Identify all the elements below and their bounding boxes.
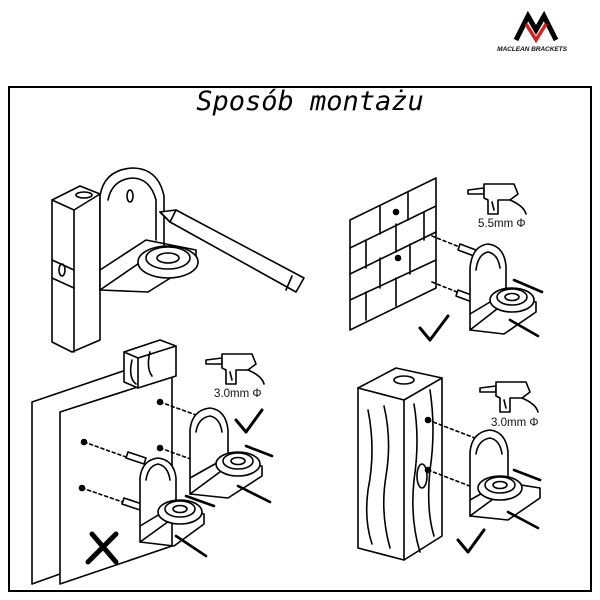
bracket-icon xyxy=(469,429,541,521)
brick-wall-icon xyxy=(349,177,437,331)
screw-icon xyxy=(174,444,274,558)
bracket-icon xyxy=(139,457,205,547)
maclean-m-logo-icon xyxy=(513,10,559,44)
brand-logo: MACLEAN BRACKETS xyxy=(470,6,594,58)
drill-size-label: 3.0mm Φ xyxy=(491,417,539,429)
drill-size-label: 3.0mm Φ xyxy=(214,388,262,400)
bracket-icon xyxy=(99,167,199,293)
cross-icon xyxy=(85,531,119,565)
check-icon xyxy=(418,314,450,342)
wooden-beam-icon xyxy=(357,367,481,561)
screw-icon xyxy=(508,278,544,338)
bracket-icon xyxy=(469,243,537,335)
wood-panel-icon xyxy=(31,339,211,585)
instruction-frame xyxy=(8,86,592,592)
pencil-icon xyxy=(159,209,305,293)
drill-icon xyxy=(205,353,265,385)
check-icon xyxy=(234,408,264,434)
drill-size-label: 5.5mm Φ xyxy=(478,218,526,230)
level-icon xyxy=(51,185,101,353)
brand-name: MACLEAN BRACKETS xyxy=(497,46,567,53)
drill-icon xyxy=(467,183,527,215)
screw-icon xyxy=(506,468,542,530)
drill-icon xyxy=(479,381,539,413)
page-title: Sposób montażu xyxy=(196,86,424,117)
check-icon xyxy=(456,528,486,554)
bracket-icon xyxy=(189,407,263,499)
